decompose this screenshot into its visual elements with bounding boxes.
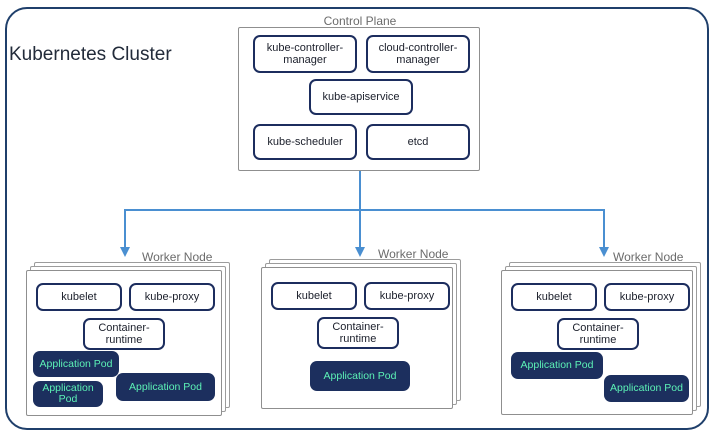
kubernetes-cluster-boundary bbox=[5, 7, 709, 430]
worker-node-1-container-runtime: Container- runtime bbox=[83, 318, 165, 350]
worker-node-3-title: Worker Node bbox=[613, 250, 684, 264]
worker-node-1-application-pod-2: Application Pod bbox=[33, 381, 103, 407]
worker-node-1-kubelet: kubelet bbox=[36, 283, 122, 311]
kube-apiservice-box: kube-apiservice bbox=[309, 79, 413, 115]
worker-node-3-application-pod-2: Application Pod bbox=[604, 375, 689, 402]
worker-node-3-kubelet: kubelet bbox=[511, 283, 597, 311]
cluster-title: Kubernetes Cluster bbox=[9, 44, 172, 65]
cloud-controller-manager-box: cloud-controller- manager bbox=[366, 35, 470, 73]
worker-node-1-title: Worker Node bbox=[142, 250, 213, 264]
worker-node-1-application-pod-3: Application Pod bbox=[116, 373, 215, 401]
worker-node-3-container-runtime: Container- runtime bbox=[557, 318, 639, 350]
worker-node-2-kube-proxy: kube-proxy bbox=[364, 282, 450, 310]
kube-controller-manager-box: kube-controller- manager bbox=[253, 35, 357, 73]
worker-node-3-application-pod-1: Application Pod bbox=[511, 352, 603, 379]
worker-node-2-title: Worker Node bbox=[378, 247, 449, 261]
worker-node-1-application-pod-1: Application Pod bbox=[33, 351, 119, 377]
kube-scheduler-box: kube-scheduler bbox=[253, 124, 357, 160]
worker-node-2-application-pod-1: Application Pod bbox=[310, 361, 410, 391]
worker-node-3-kube-proxy: kube-proxy bbox=[604, 283, 690, 311]
worker-node-2-container-runtime: Container- runtime bbox=[317, 317, 399, 349]
worker-node-1-kube-proxy: kube-proxy bbox=[129, 283, 215, 311]
control-plane-title: Control Plane bbox=[323, 14, 397, 28]
worker-node-2-kubelet: kubelet bbox=[271, 282, 357, 310]
etcd-box: etcd bbox=[366, 124, 470, 160]
